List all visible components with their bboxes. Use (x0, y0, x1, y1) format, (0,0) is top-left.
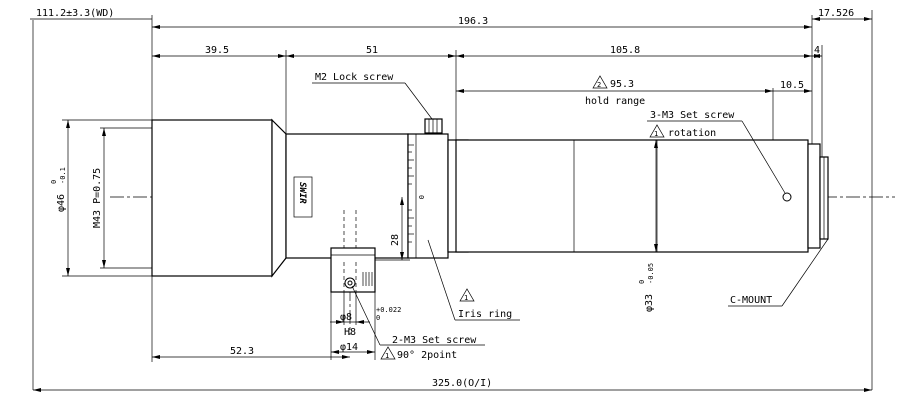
svg-text:2: 2 (597, 81, 601, 89)
label-bottom-set-screw: 2-M3 Set screw (392, 335, 477, 346)
dim-pin-tol-lower: 0 (376, 314, 380, 322)
svg-text:1: 1 (654, 130, 658, 138)
dim-rear-offset: 10.5 (780, 80, 804, 91)
dim-pin-fit: H8 (344, 327, 356, 338)
label-iris-ring: Iris ring (458, 309, 512, 320)
rear-flange (807, 143, 821, 249)
dim-seg-front: 39.5 (205, 45, 229, 56)
dim-pin-diameter: φ8 (340, 312, 352, 323)
dim-boss-diameter: φ14 (340, 342, 358, 353)
svg-text:φ46: φ46 (56, 194, 67, 212)
note-triangle-2 (592, 75, 608, 89)
svg-text:1: 1 (464, 294, 468, 302)
note-triangle-bottom (380, 346, 396, 360)
iris-ring-ticks (408, 144, 414, 243)
iris-ring (407, 133, 449, 259)
front-taper (271, 118, 287, 278)
note-triangle-rotation (649, 124, 665, 138)
mounting-foot (330, 247, 376, 293)
svg-text:0: 0 (50, 180, 58, 184)
label-c-mount: C-MOUNT (730, 295, 772, 306)
svg-text:0: 0 (638, 280, 646, 284)
dim-thread: M43 P=0.75 (92, 168, 103, 228)
dim-overall-length: 196.3 (458, 16, 488, 27)
label-rotation: rotation (668, 128, 716, 139)
dim-total-oi: 325.0(O/I) (432, 378, 492, 389)
rear-set-screw (782, 192, 792, 202)
dim-flange: 17.526 (818, 8, 854, 19)
hold-range-label: hold range (585, 96, 645, 107)
foot-screw-outer (344, 277, 356, 289)
rear-tube-long (455, 139, 809, 253)
dim-seg-rear: 105.8 (610, 45, 640, 56)
iris-zero-mark: 0 (417, 195, 425, 199)
dim-height-28: 28 (390, 234, 401, 246)
front-barrel (151, 119, 273, 277)
dim-seg-mid: 51 (366, 45, 378, 56)
foot-notches (362, 272, 373, 286)
dim-pin-tol-upper: +0.022 (376, 306, 401, 314)
svg-text:-0.1: -0.1 (59, 167, 67, 184)
foot-screw-inner (347, 280, 353, 286)
svg-text:-0.05: -0.05 (647, 263, 655, 284)
swir-badge (293, 176, 313, 218)
svg-text:φ33: φ33 (644, 294, 655, 312)
dim-rear-diameter: φ33 0 -0.05 (638, 263, 655, 312)
dim-seg-mount: 4 (814, 45, 820, 56)
label-bottom-angle: 90° 2point (397, 350, 457, 361)
lock-screw-knob (424, 118, 443, 134)
dim-hold-range: 95.3 (610, 79, 634, 90)
label-m2-lock-screw: M2 Lock screw (315, 72, 394, 83)
label-rear-set-screw: 3-M3 Set screw (650, 110, 735, 121)
swir-badge-text: SWIR (297, 182, 307, 204)
svg-text:1: 1 (385, 352, 389, 360)
dim-pin-position: 52.3 (230, 346, 254, 357)
middle-body (285, 133, 409, 259)
dim-front-diameter: φ46 0 -0.1 (50, 167, 67, 212)
note-triangle-iris (459, 288, 475, 302)
dim-wd: 111.2±3.3(WD) (36, 8, 114, 19)
